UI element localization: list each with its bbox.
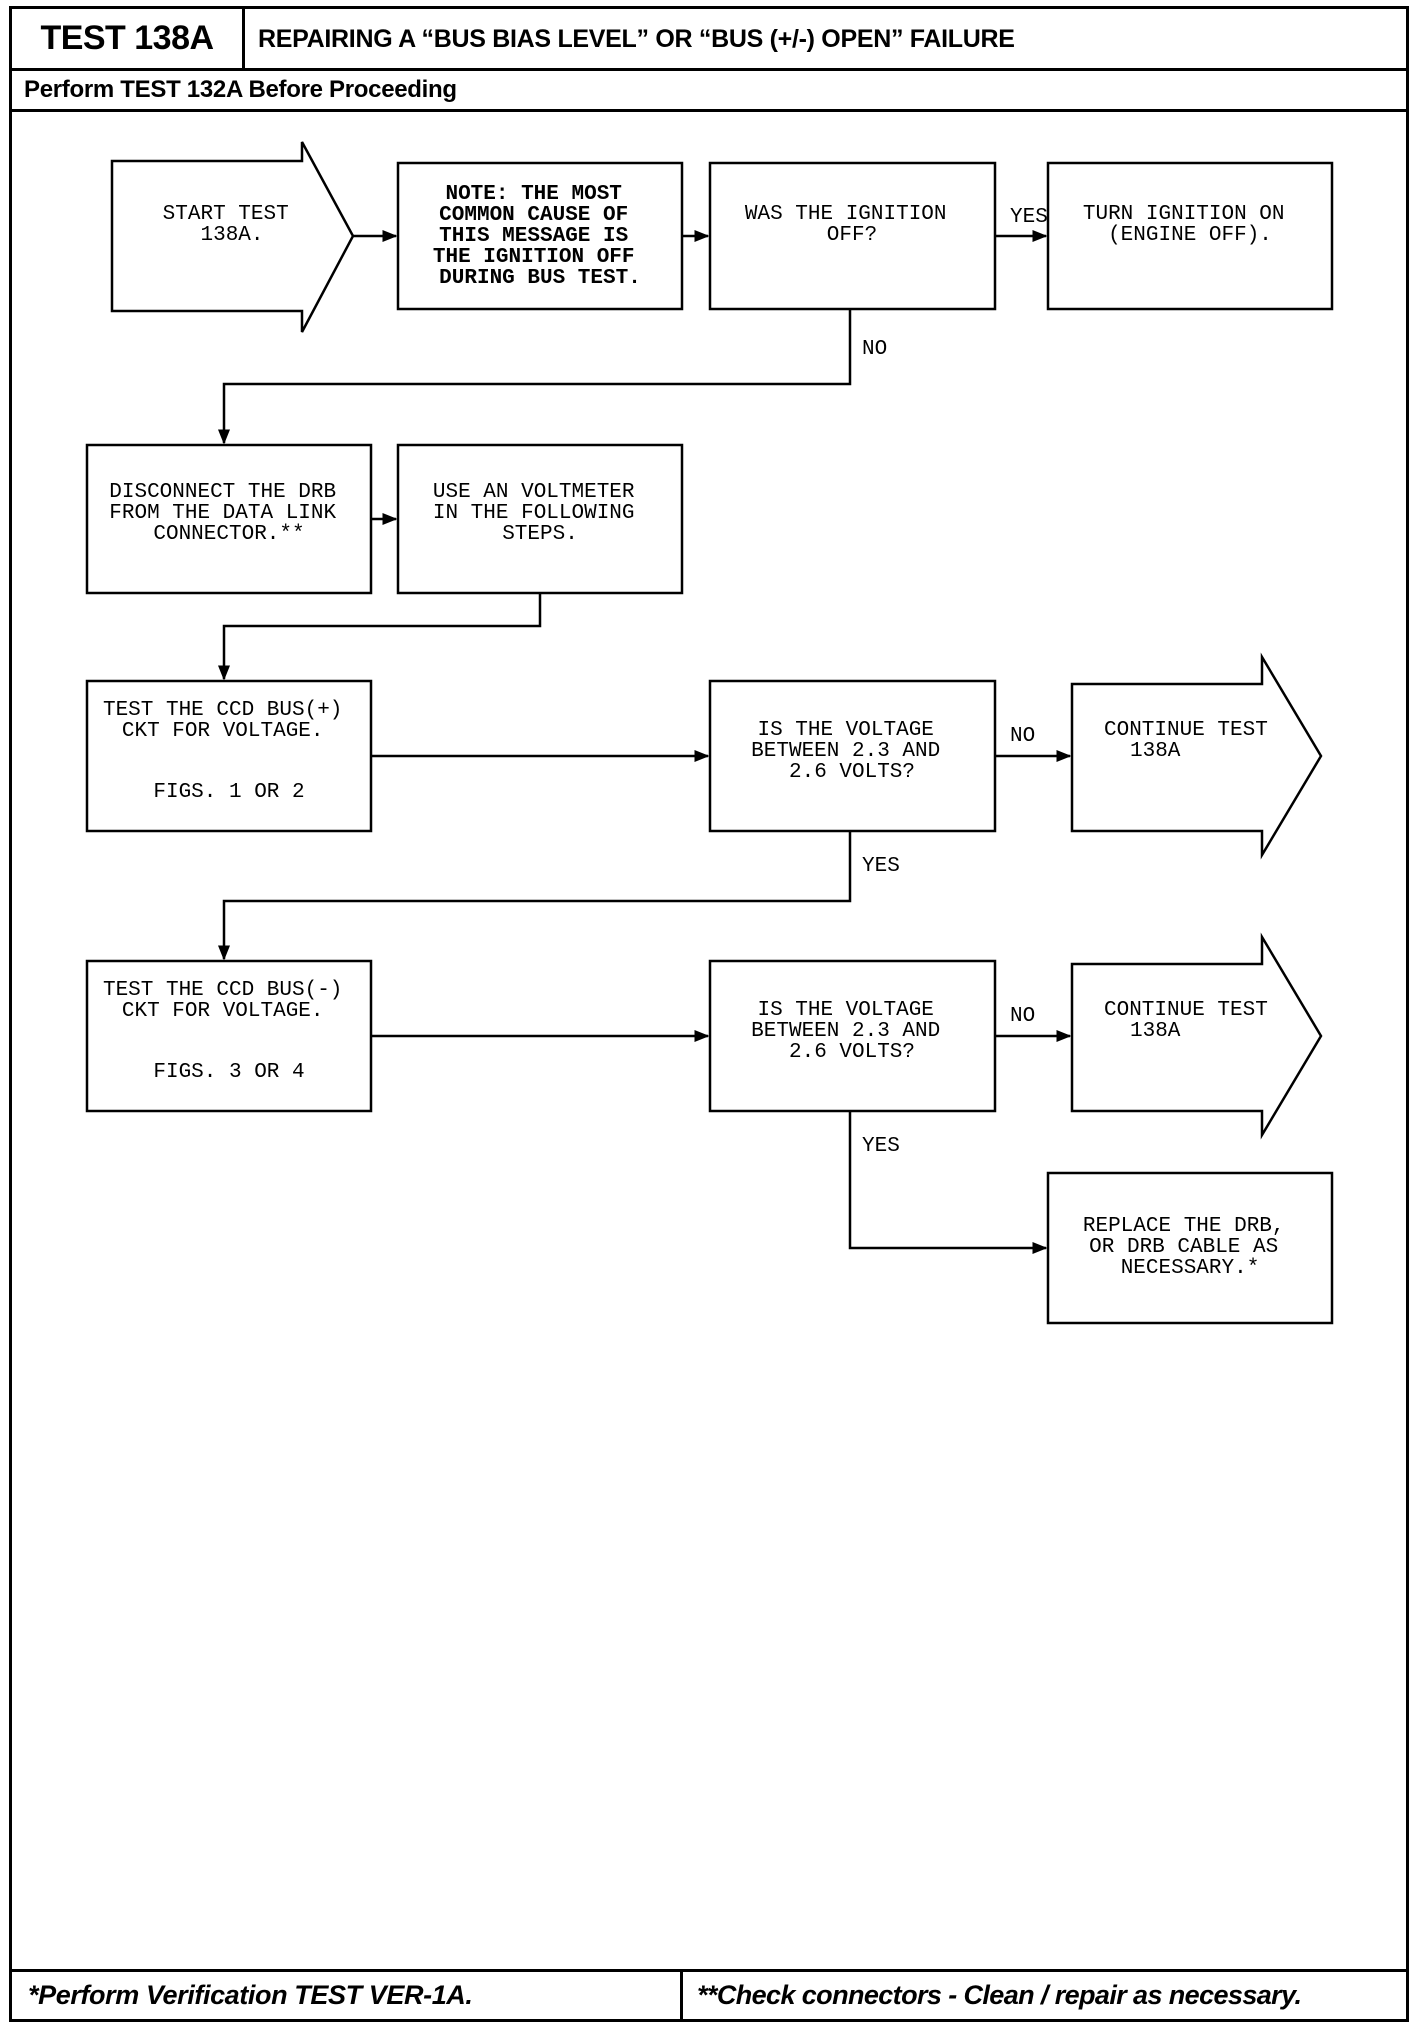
note-node-line: NOTE: THE MOST — [445, 183, 621, 206]
use-voltmeter-line: IN THE FOLLOWING — [433, 502, 635, 525]
test-bus-plus-label: TEST THE CCD BUS(+) CKT FOR VOLTAGE. FIG… — [103, 699, 355, 804]
ignition-question-line: OFF? — [827, 224, 877, 247]
test-bus-plus-line: TEST THE CCD BUS(+) — [103, 699, 342, 722]
voltage-question-2-label: IS THE VOLTAGE BETWEEN 2.3 AND 2.6 VOLTS… — [751, 999, 953, 1064]
start-node-line: 138A. — [200, 224, 263, 247]
note-node-line: THIS MESSAGE IS — [439, 225, 628, 248]
disconnect-drb-line: CONNECTOR.** — [153, 523, 304, 546]
continue-1-label: CONTINUE TEST 138A — [1104, 719, 1280, 763]
voltage-question-1-line: IS THE VOLTAGE — [757, 719, 933, 742]
continue-1-node-shape — [1070, 652, 1323, 860]
continue-2-line: 138A — [1130, 1020, 1181, 1043]
prerequisite-row: Perform TEST 132A Before Proceeding — [12, 71, 1406, 112]
replace-drb-line: NECESSARY.* — [1121, 1257, 1260, 1280]
header-row: TEST 138A REPAIRING A “BUS BIAS LEVEL” O… — [12, 9, 1406, 71]
note-node-line: THE IGNITION OFF — [433, 246, 635, 269]
page-title: REPAIRING A “BUS BIAS LEVEL” OR “BUS (+/… — [258, 25, 1015, 53]
test-bus-plus-line: CKT FOR VOLTAGE. — [122, 720, 324, 743]
ignition-yes-label: YES — [1010, 206, 1048, 229]
continue-1-line: CONTINUE TEST — [1104, 719, 1268, 742]
voltage-1-yes-label: YES — [862, 855, 900, 878]
start-node-line: START TEST — [163, 203, 289, 226]
edge-question-no — [218, 309, 852, 445]
replace-drb-label: REPLACE THE DRB, OR DRB CABLE AS NECESSA… — [1083, 1215, 1297, 1280]
flowchart-page: TEST 138A REPAIRING A “BUS BIAS LEVEL” O… — [9, 6, 1409, 2022]
test-bus-plus-figs: FIGS. 1 OR 2 — [153, 781, 304, 804]
test-bus-minus-figs: FIGS. 3 OR 4 — [153, 1061, 304, 1084]
replace-drb-line: REPLACE THE DRB, — [1083, 1215, 1285, 1238]
replace-drb-shape — [1046, 1171, 1334, 1325]
voltage-2-no-label: NO — [1010, 1005, 1035, 1028]
note-node-line: DURING BUS TEST. — [439, 267, 641, 290]
footer-row: *Perform Verification TEST VER-1A. **Che… — [12, 1969, 1406, 2019]
voltage-question-1-line: 2.6 VOLTS? — [789, 761, 915, 784]
disconnect-drb-label: DISCONNECT THE DRB FROM THE DATA LINK CO… — [109, 481, 348, 546]
continue-2-node-shape — [1070, 932, 1323, 1140]
disconnect-drb-line: FROM THE DATA LINK — [109, 502, 336, 525]
edge-voltage-1-yes — [218, 831, 852, 961]
voltage-question-2-line: 2.6 VOLTS? — [789, 1041, 915, 1064]
flowchart: START TEST 138A. NOTE: THE MOST COMMON C… — [85, 141, 1334, 1325]
voltage-question-1-line: BETWEEN 2.3 AND — [751, 740, 940, 763]
note-node-line: COMMON CAUSE OF — [439, 204, 628, 227]
continue-1-line: 138A — [1130, 740, 1181, 763]
continue-2-label: CONTINUE TEST 138A — [1104, 999, 1280, 1043]
connector-note: **Check connectors - Clean / repair as n… — [697, 1980, 1302, 2010]
turn-ignition-on-line: TURN IGNITION ON — [1083, 203, 1285, 226]
test-bus-minus-label: TEST THE CCD BUS(-) CKT FOR VOLTAGE. FIG… — [103, 979, 355, 1084]
replace-drb-line: OR DRB CABLE AS — [1089, 1236, 1278, 1259]
voltage-question-1-label: IS THE VOLTAGE BETWEEN 2.3 AND 2.6 VOLTS… — [751, 719, 953, 784]
voltage-2-yes-label: YES — [862, 1135, 900, 1158]
ignition-question-line: WAS THE IGNITION — [745, 203, 947, 226]
ignition-question-label: WAS THE IGNITION OFF? — [745, 203, 959, 247]
test-bus-minus-line: TEST THE CCD BUS(-) — [103, 979, 342, 1002]
use-voltmeter-line: USE AN VOLTMETER — [433, 481, 635, 504]
ignition-no-label: NO — [862, 338, 887, 361]
continue-2-line: CONTINUE TEST — [1104, 999, 1268, 1022]
edge-voltmeter-to-test-plus — [218, 593, 542, 681]
test-id: TEST 138A — [12, 9, 245, 68]
voltage-question-2-line: IS THE VOLTAGE — [757, 999, 933, 1022]
turn-ignition-on-shape — [1046, 161, 1334, 311]
note-node-label: NOTE: THE MOST COMMON CAUSE OF THIS MESS… — [433, 183, 647, 290]
test-bus-minus-line: CKT FOR VOLTAGE. — [122, 1000, 324, 1023]
start-node-shape — [110, 141, 355, 333]
voltage-1-no-label: NO — [1010, 725, 1035, 748]
use-voltmeter-line: STEPS. — [502, 523, 578, 546]
start-node-label: START TEST 138A. — [163, 203, 302, 247]
use-voltmeter-label: USE AN VOLTMETER IN THE FOLLOWING STEPS. — [433, 481, 647, 546]
turn-ignition-on-line: (ENGINE OFF). — [1108, 224, 1272, 247]
verification-note: *Perform Verification TEST VER-1A. — [12, 1972, 683, 2019]
turn-ignition-on-label: TURN IGNITION ON (ENGINE OFF). — [1083, 203, 1297, 247]
edge-voltage-2-yes — [848, 1111, 1048, 1254]
voltage-question-2-line: BETWEEN 2.3 AND — [751, 1020, 940, 1043]
prerequisite-note: Perform TEST 132A Before Proceeding — [24, 76, 457, 103]
disconnect-drb-line: DISCONNECT THE DRB — [109, 481, 336, 504]
